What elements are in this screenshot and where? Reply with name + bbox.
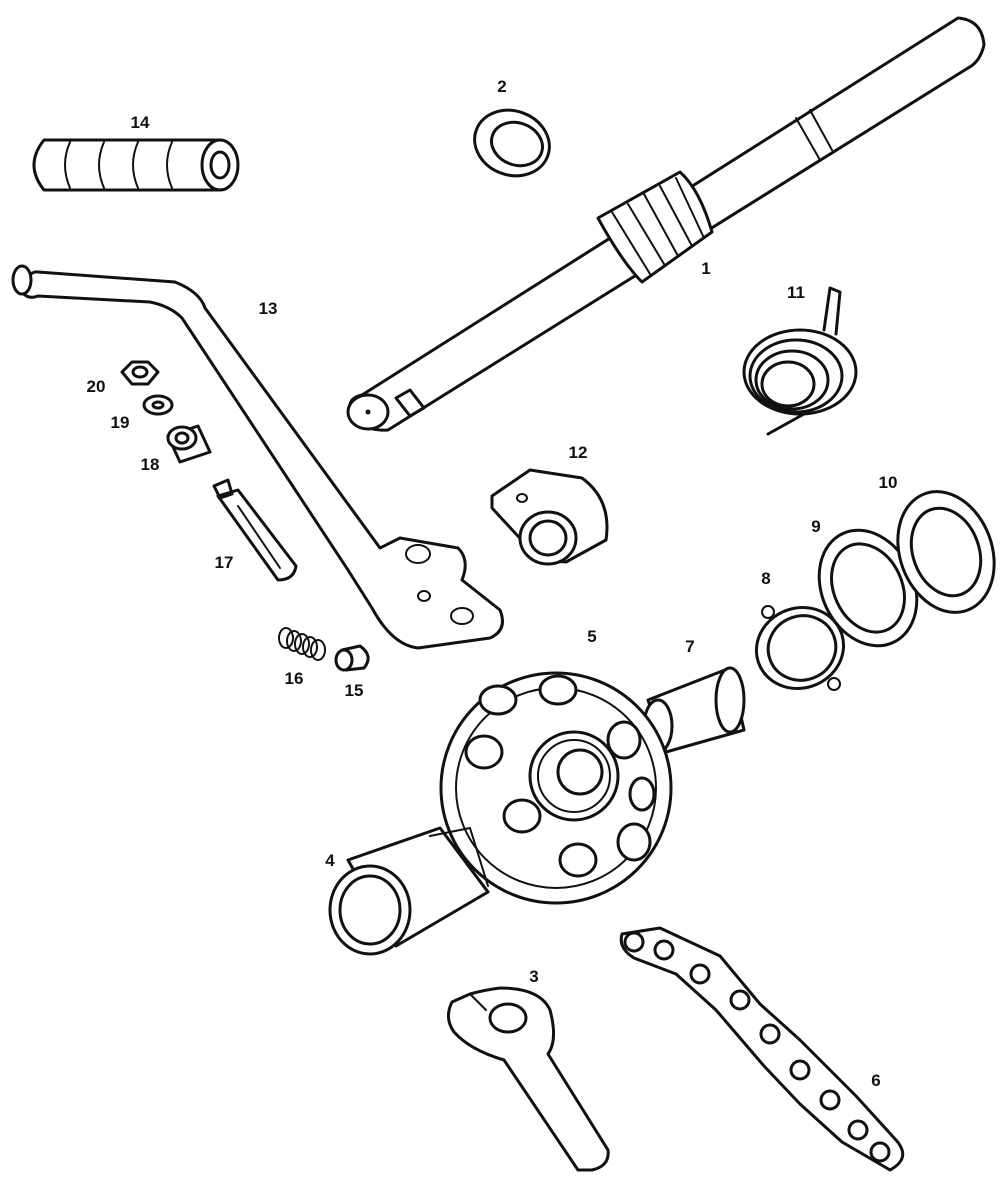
label-part-7: 7 [685, 637, 694, 656]
part-rubber-grip [32, 138, 240, 192]
label-part-10: 10 [879, 473, 898, 492]
label-part-6: 6 [871, 1071, 880, 1090]
label-part-13: 13 [259, 299, 278, 318]
label-part-2: 2 [497, 77, 506, 96]
part-chain [619, 926, 905, 1172]
part-sprocket [439, 671, 673, 905]
label-part-12: 12 [569, 443, 588, 462]
label-part-4: 4 [325, 851, 335, 870]
label-part-16: 16 [285, 669, 304, 688]
part-torsion-spring [742, 286, 858, 436]
part-washer-small [142, 394, 174, 416]
part-clutch-drum [328, 826, 490, 956]
part-washer [817, 528, 919, 648]
part-circlip [754, 605, 846, 691]
part-pin [212, 478, 298, 582]
part-thrust-washer [896, 490, 996, 614]
label-part-20: 20 [87, 377, 106, 396]
part-shaft [346, 16, 986, 432]
part-cam-block [490, 468, 609, 566]
label-part-3: 3 [529, 967, 538, 986]
part-plunger [334, 644, 370, 672]
part-small-spring [278, 627, 326, 661]
label-part-5: 5 [587, 627, 596, 646]
label-part-9: 9 [811, 517, 820, 536]
part-nut [120, 360, 160, 386]
label-part-11: 11 [787, 283, 805, 302]
part-bushing-ring [473, 108, 551, 178]
label-part-15: 15 [345, 681, 364, 700]
part-spanner [447, 986, 610, 1172]
label-part-14: 14 [131, 113, 150, 132]
label-part-19: 19 [111, 413, 130, 432]
part-spacer [166, 424, 212, 464]
part-kick-lever [11, 264, 504, 650]
label-part-8: 8 [761, 569, 770, 588]
part-hub-sleeve [642, 666, 746, 754]
label-part-18: 18 [141, 455, 160, 474]
label-part-17: 17 [215, 553, 234, 572]
label-part-1: 1 [701, 259, 710, 278]
